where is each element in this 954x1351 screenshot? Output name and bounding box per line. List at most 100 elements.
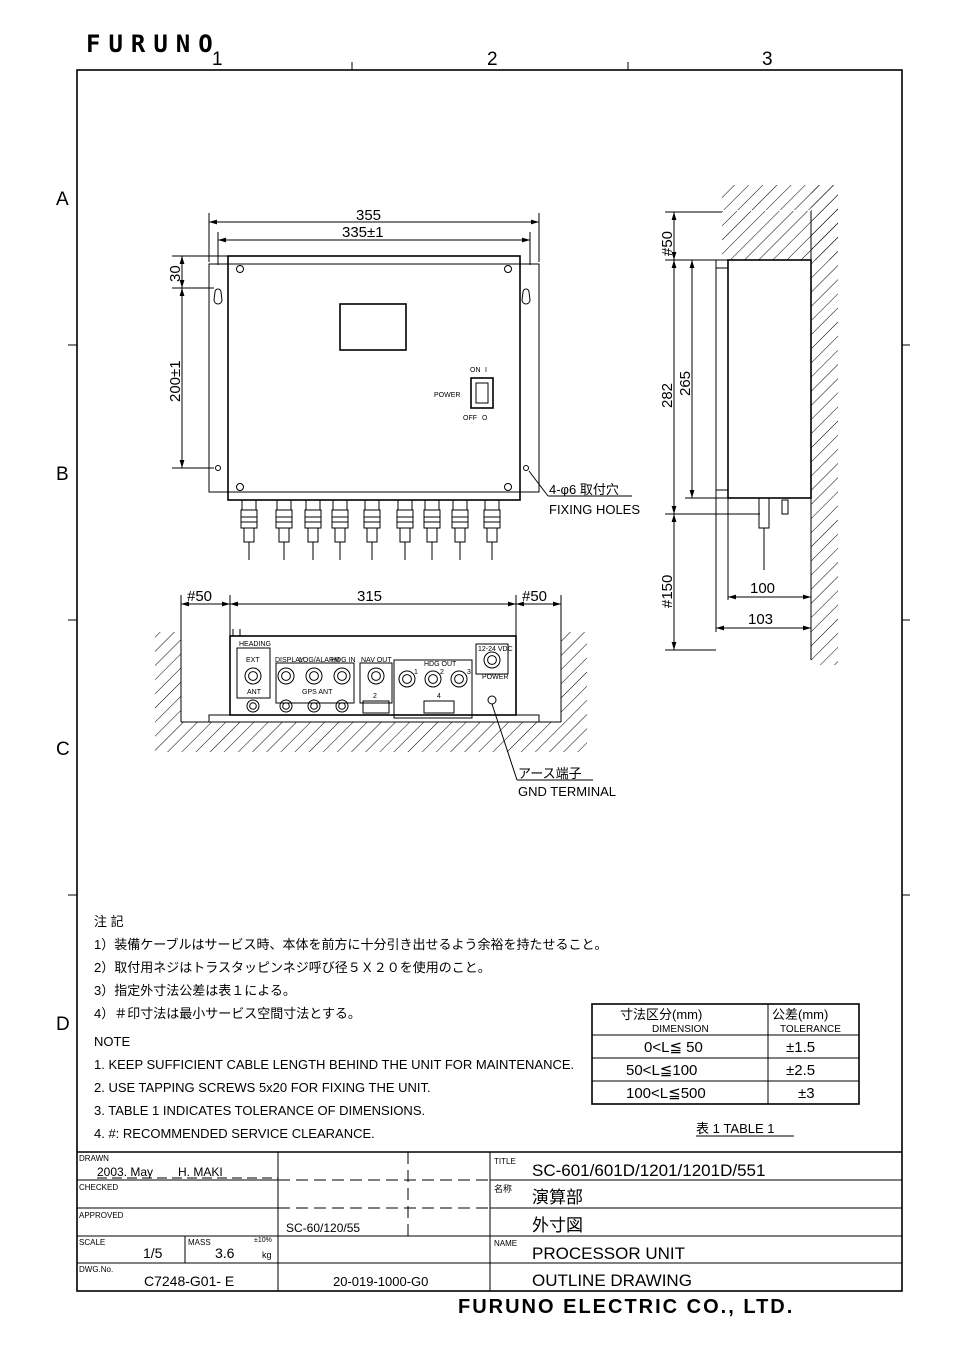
- table-row-3-tol: ±3: [798, 1085, 815, 1102]
- bottom-connector: [450, 670, 468, 688]
- table-row-1-tol: ±1.5: [786, 1039, 815, 1056]
- front-connector: [451, 499, 469, 560]
- side-view: #50 282 265 #150 100 103: [659, 185, 838, 665]
- front-connector: [304, 499, 322, 560]
- table-head-tol-en: TOLERANCE: [780, 1024, 841, 1035]
- label-n3: 3: [467, 669, 471, 676]
- drawn-label: DRAWN: [79, 1154, 109, 1163]
- power-label: POWER: [434, 392, 460, 399]
- bottom-connector: [305, 667, 323, 685]
- dim-30: 30: [167, 265, 184, 282]
- col-2: 2: [487, 49, 498, 70]
- row-markers: A B C D: [56, 189, 910, 1035]
- label-plate: [339, 303, 407, 351]
- power-switch: [475, 382, 489, 404]
- dim-bottom-left-50: #50: [187, 588, 212, 605]
- front-connector: [396, 499, 414, 560]
- note-jp-3: 3）指定外寸法公差は表１による。: [94, 983, 296, 998]
- dim-335: 335±1: [342, 224, 384, 241]
- dim-side-50: #50: [659, 231, 676, 256]
- label-n1: 1: [414, 669, 418, 676]
- bottom-connector: [398, 670, 416, 688]
- furuno-logo: FURUNO: [86, 30, 221, 58]
- dim-315: 315: [357, 588, 382, 605]
- table-row-1-range: 0<L≦ 50: [644, 1039, 703, 1056]
- gnd-label-jp: アース端子: [518, 766, 582, 781]
- dim-103: 103: [748, 611, 773, 628]
- table-row-2-range: 50<L≦100: [626, 1062, 697, 1079]
- label-n4: 4: [437, 693, 441, 700]
- drawn-date: 2003. May: [97, 1165, 153, 1179]
- bottom-connector: [279, 699, 293, 713]
- label-nav-out: NAV OUT: [361, 657, 392, 664]
- note-en-1: 1. KEEP SUFFICIENT CABLE LENGTH BEHIND T…: [94, 1057, 574, 1072]
- col-1: 1: [212, 49, 223, 70]
- notes: 注 記 1）装備ケーブルはサービス時、本体を前方に十分引き出せるよう余裕を持たせ…: [94, 914, 607, 1141]
- mass-value: 3.6: [215, 1245, 235, 1261]
- fixing-holes-en: FIXING HOLES: [549, 502, 640, 517]
- switch-on-label: ON: [470, 367, 481, 374]
- title-value: SC-601/601D/1201/1201D/551: [532, 1161, 765, 1180]
- label-hdg-out: HDG OUT: [424, 661, 457, 668]
- label-power: 12-24 VDC: [478, 646, 513, 653]
- side-unit-body: [727, 259, 812, 499]
- column-markers: 1 2 3: [212, 49, 773, 70]
- label-log: LOG/ALARM: [299, 657, 340, 664]
- note-jp-2: 2）取付用ネジはトラスタッピンネジ呼び径５Ｘ２０を使用のこと。: [94, 960, 491, 975]
- side-bracket: [715, 259, 729, 499]
- dim-150: #150: [659, 575, 676, 608]
- dim-100: 100: [750, 580, 775, 597]
- switch-off-label: OFF: [463, 415, 477, 422]
- bottom-connector: [277, 667, 295, 685]
- front-connectors: [240, 499, 501, 560]
- table-row-2-tol: ±2.5: [786, 1062, 815, 1079]
- dwg-number: C7248-G01- E: [144, 1273, 234, 1289]
- dim-265: 265: [677, 371, 694, 396]
- note-en-4: 4. #: RECOMMENDED SERVICE CLEARANCE.: [94, 1126, 375, 1141]
- bottom-connector: [244, 667, 262, 685]
- mounting-plate: [208, 263, 540, 493]
- tolerance-table: 寸法区分(mm) DIMENSION 公差(mm) TOLERANCE 0<L≦…: [591, 1003, 860, 1137]
- col-3: 3: [762, 49, 773, 70]
- label-fuse: POWER: [482, 674, 508, 681]
- switch-on-mark: I: [485, 367, 487, 374]
- switch-off-mark: O: [482, 415, 488, 422]
- bottom-connector: [307, 699, 321, 713]
- logo-text: FURUNO: [86, 30, 221, 58]
- note-jp-1: 1）装備ケーブルはサービス時、本体を前方に十分引き出せるよう余裕を持たせること。: [94, 937, 607, 952]
- gnd-label-en: GND TERMINAL: [518, 784, 616, 799]
- bottom-connector: [424, 670, 442, 688]
- bottom-connector: [483, 651, 501, 669]
- bottom-connector: [367, 667, 385, 685]
- front-connector: [275, 499, 293, 560]
- table-caption: 表 1 TABLE 1: [696, 1121, 775, 1136]
- ref-number: 20-019-1000-G0: [333, 1274, 428, 1289]
- fixing-holes-jp: 4-φ6 取付穴: [549, 482, 619, 497]
- label-display: DISPLAY: [275, 657, 304, 664]
- name-jp-label: 名称: [494, 1183, 512, 1194]
- row-b: B: [56, 464, 69, 485]
- title-label: TITLE: [494, 1157, 516, 1166]
- mass-tolerance: ±10%: [254, 1237, 272, 1244]
- dim-bottom-right-50: #50: [522, 588, 547, 605]
- bottom-view: HEADING EXT ANT DISPLAY LOG/ALARM HDG IN…: [155, 588, 616, 799]
- front-connector: [240, 499, 258, 560]
- bottom-unit-body: [229, 635, 517, 716]
- label-heading: HEADING: [239, 641, 271, 648]
- row-a: A: [56, 189, 69, 210]
- table-row-3-range: 100<L≦500: [626, 1085, 706, 1102]
- notes-en-title: NOTE: [94, 1034, 130, 1049]
- title-block: DRAWN 2003. May H. MAKI CHECKED APPROVED…: [77, 1151, 902, 1291]
- bottom-connector: [246, 699, 260, 713]
- front-connector: [363, 499, 381, 560]
- dim-200: 200±1: [167, 360, 184, 402]
- company-footer: FURUNO ELECTRIC CO., LTD.: [458, 1296, 794, 1318]
- bottom-plate: [208, 714, 540, 723]
- dwg-label: DWG.No.: [79, 1265, 113, 1274]
- name-jp: 演算部: [532, 1188, 583, 1207]
- label-hdg-in: HDG IN: [331, 657, 356, 664]
- label-ant: ANT: [247, 689, 262, 696]
- label-ext: EXT: [246, 657, 260, 664]
- power-switch-housing: [470, 377, 494, 409]
